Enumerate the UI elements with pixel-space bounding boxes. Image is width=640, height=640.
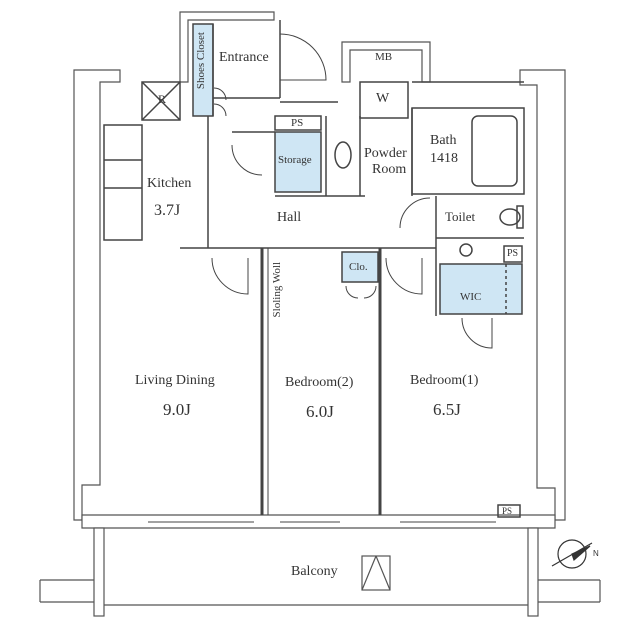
- kitchen-label: Kitchen: [147, 176, 192, 191]
- ps-top-box: [274, 115, 322, 131]
- kitchen-size-label: 3.7J: [154, 202, 181, 219]
- living-dining-label: Living Dining: [135, 373, 215, 388]
- ps-top-label: PS: [291, 117, 304, 129]
- shoes-closet-label: Shoes Closet: [195, 32, 207, 90]
- bath-label-2: 1418: [430, 151, 458, 166]
- sliding-wall-label: Sloling Woll: [271, 262, 283, 318]
- toilet-label: Toilet: [445, 209, 476, 224]
- entrance-label: Entrance: [219, 50, 269, 65]
- hall-label: Hall: [277, 210, 302, 225]
- toilet-tank: [516, 205, 524, 229]
- compass-icon: [551, 539, 593, 569]
- compass-north-label: N: [593, 549, 599, 558]
- washer-box: [359, 81, 409, 119]
- powder-room-label-1: Powder: [364, 146, 407, 161]
- refrigerator-label: R: [158, 92, 167, 106]
- washer-label: W: [376, 91, 390, 106]
- toilet-bowl: [499, 208, 521, 226]
- right-wall: [519, 69, 566, 521]
- wic-box: [439, 263, 523, 315]
- clo-label: Clo.: [349, 261, 368, 273]
- storage-label: Storage: [278, 154, 312, 166]
- wic-label: WIC: [460, 291, 482, 303]
- storage-box: [274, 131, 322, 193]
- ps-mid-box: [503, 245, 523, 263]
- clo-box: [341, 251, 379, 283]
- mb-wall: [341, 41, 431, 83]
- left-wall: [73, 69, 121, 521]
- living-dining-size-label: 9.0J: [163, 400, 191, 419]
- exterior-walls: [73, 11, 566, 529]
- bedroom1-label: Bedroom(1): [410, 373, 479, 388]
- powder-room-label-2: Room: [372, 162, 407, 177]
- bedroom1-size-label: 6.5J: [433, 400, 461, 419]
- bath-label-1: Bath: [430, 133, 457, 148]
- balcony-label: Balcony: [291, 564, 338, 579]
- toilet-sink: [459, 243, 473, 257]
- kitchen-counter: [103, 124, 143, 241]
- refrigerator-box: [141, 81, 181, 121]
- powder-sink: [334, 141, 352, 169]
- bedroom2-label: Bedroom(2): [285, 375, 354, 390]
- bathtub: [471, 115, 518, 187]
- balcony-area: [39, 527, 601, 617]
- ps-mid-label: PS: [507, 248, 519, 259]
- door-swings: [211, 33, 493, 349]
- ps-bottom-label: PS: [502, 506, 513, 516]
- interior-walls: [103, 20, 525, 523]
- mb-label: MB: [375, 51, 393, 63]
- bedroom2-size-label: 6.0J: [306, 402, 334, 421]
- ps-bottom-box: [497, 504, 521, 518]
- balcony-hatch: [361, 555, 391, 591]
- bath-room: [411, 107, 525, 195]
